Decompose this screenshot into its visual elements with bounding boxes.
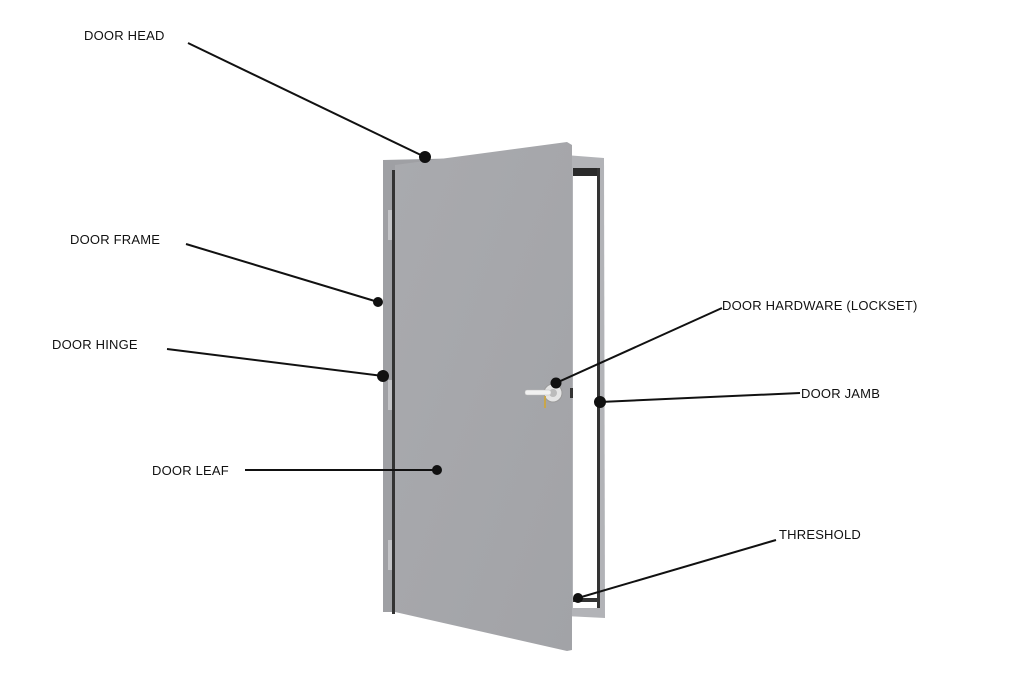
label-door-hinge: DOOR HINGE bbox=[52, 337, 138, 352]
label-door-frame: DOOR FRAME bbox=[70, 232, 161, 247]
dot-door-hinge bbox=[377, 370, 389, 382]
dot-door-leaf bbox=[432, 465, 442, 475]
door-frame-right bbox=[565, 155, 605, 618]
dot-door-hardware bbox=[550, 377, 562, 389]
dot-threshold bbox=[573, 593, 583, 603]
dot-door-head bbox=[419, 151, 431, 163]
hinge-bottom bbox=[388, 540, 392, 570]
label-door-head: DOOR HEAD bbox=[84, 28, 165, 43]
door-frame-left bbox=[383, 158, 470, 614]
hinge-middle bbox=[388, 380, 392, 410]
label-threshold: THRESHOLD bbox=[779, 527, 861, 542]
label-door-jamb: DOOR JAMB bbox=[801, 386, 881, 401]
leader-lines bbox=[166, 42, 801, 603]
dot-door-jamb bbox=[594, 396, 606, 408]
label-door-leaf: DOOR LEAF bbox=[152, 463, 229, 478]
dot-door-frame bbox=[373, 297, 383, 307]
hinge-top bbox=[388, 210, 392, 240]
lockset bbox=[524, 383, 573, 408]
door-leaf bbox=[395, 142, 572, 651]
label-door-hardware: DOOR HARDWARE (LOCKSET) bbox=[722, 298, 918, 313]
